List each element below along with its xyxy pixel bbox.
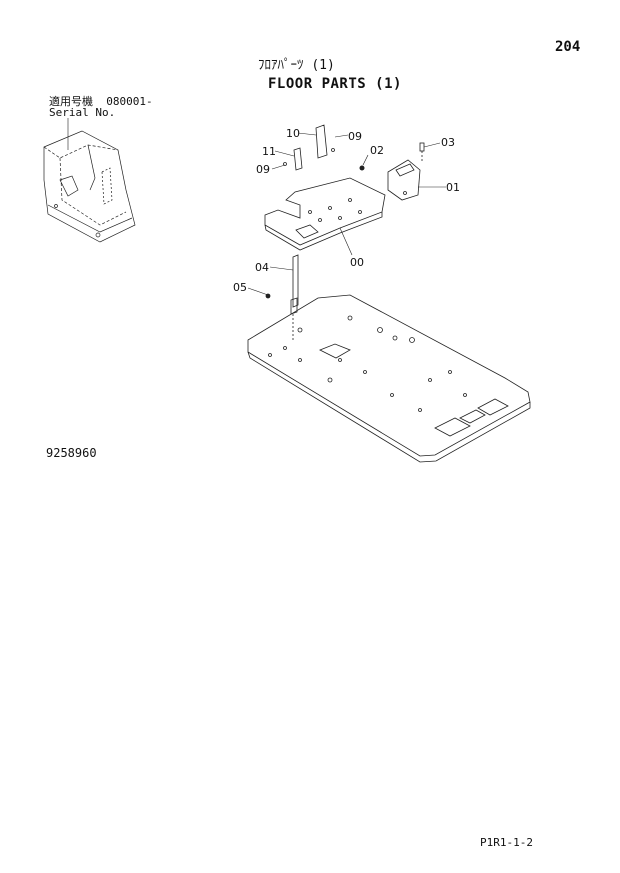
bolt-03 [419,142,425,162]
machine-thumbnail [43,130,136,243]
leader-lines [247,132,446,296]
serial-applicability: 適用号機 080001- [49,96,153,107]
footer-code: P1R1-1-2 [480,836,533,849]
callout-02: 02 [370,144,384,157]
callout-01: 01 [446,181,460,194]
callout-09-upper: 09 [348,130,362,143]
callout-labels: 10 09 11 09 02 03 01 00 04 05 [233,127,460,294]
drawing-number: 9258960 [46,446,97,460]
cover-plate [264,177,386,251]
bar-04 [265,254,299,340]
callout-09-lower: 09 [256,163,270,176]
floor-plate [247,294,531,463]
page-number: 204 [555,39,581,55]
nut-02 [359,165,365,171]
stay-10 [283,124,335,171]
serial-value: 080001- [106,95,153,108]
callout-05: 05 [233,281,247,294]
callout-10: 10 [286,127,300,140]
page-title-japanese: ﾌﾛｱﾊﾟｰﾂ (1) [258,58,335,73]
callout-11: 11 [262,145,276,158]
callout-03: 03 [441,136,455,149]
callout-00: 00 [350,256,364,269]
serial-label: Serial No. [49,106,116,119]
serial-label-japanese: 適用号機 [49,95,93,108]
page-title: FLOOR PARTS (1) [268,76,402,92]
callout-04: 04 [255,261,269,274]
bracket-01 [387,159,421,201]
